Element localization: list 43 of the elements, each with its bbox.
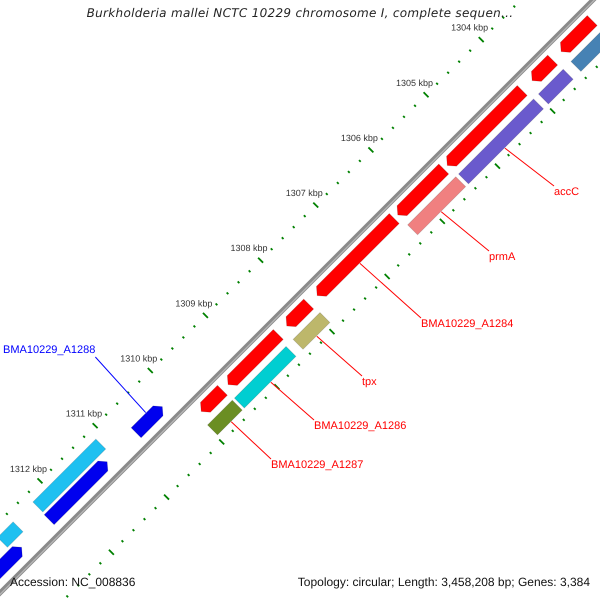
leader-line — [230, 421, 272, 460]
gene-label: BMA10229_A1288 — [3, 344, 96, 357]
map-title: Burkholderia mallei NCTC 10229 chromosome I, complete sequen... — [86, 6, 514, 20]
gene-feature — [446, 85, 528, 167]
gene-label: prmA — [489, 251, 516, 264]
scale-label: 1310 kbp — [120, 354, 158, 364]
gene-feature — [316, 212, 400, 297]
scale-label: 1308 kbp — [230, 243, 268, 254]
gene-label: BMA10229_A1286 — [314, 420, 406, 433]
gene-label: accC — [554, 186, 580, 199]
leader-line — [94, 356, 146, 414]
gene-feature — [560, 14, 598, 53]
gene-feature — [206, 400, 243, 436]
scale-label: 1307 kbp — [286, 188, 323, 198]
topology-text: Topology: circular; Length: 3,458,208 bp; Genes: 3,384 — [298, 575, 590, 589]
gene-feature — [407, 176, 466, 236]
gene-label: tpx — [362, 376, 377, 389]
scale-label: 1312 kbp — [10, 464, 47, 474]
leader-line — [359, 262, 422, 318]
leader-line — [316, 336, 362, 376]
gene-feature — [130, 405, 164, 438]
gene-feature — [538, 68, 574, 105]
gene-feature — [226, 328, 284, 386]
gene-feature — [531, 54, 558, 82]
gene-feature — [292, 312, 330, 350]
scale-label: 1311 kbp — [66, 408, 102, 419]
gene-feature — [0, 521, 24, 548]
gene-feature — [286, 298, 314, 328]
gene-feature — [458, 98, 544, 184]
gene-label: BMA10229_A1284 — [421, 318, 514, 331]
gene-feature — [396, 163, 450, 216]
scale-label: 1309 kbp — [175, 298, 212, 308]
scale-label: 1305 kbp — [396, 78, 434, 88]
gene-feature — [234, 346, 297, 409]
gene-feature — [200, 384, 228, 413]
leader-line — [270, 382, 314, 420]
leader-line — [504, 148, 554, 186]
scale-label: 1306 kbp — [340, 132, 378, 143]
gene-feature — [570, 30, 600, 72]
accession-text: Accession: NC_008836 — [10, 575, 136, 589]
scale-label: 1304 kbp — [451, 22, 488, 33]
gene-label: BMA10229_A1287 — [271, 459, 364, 472]
gene-feature — [32, 438, 106, 513]
